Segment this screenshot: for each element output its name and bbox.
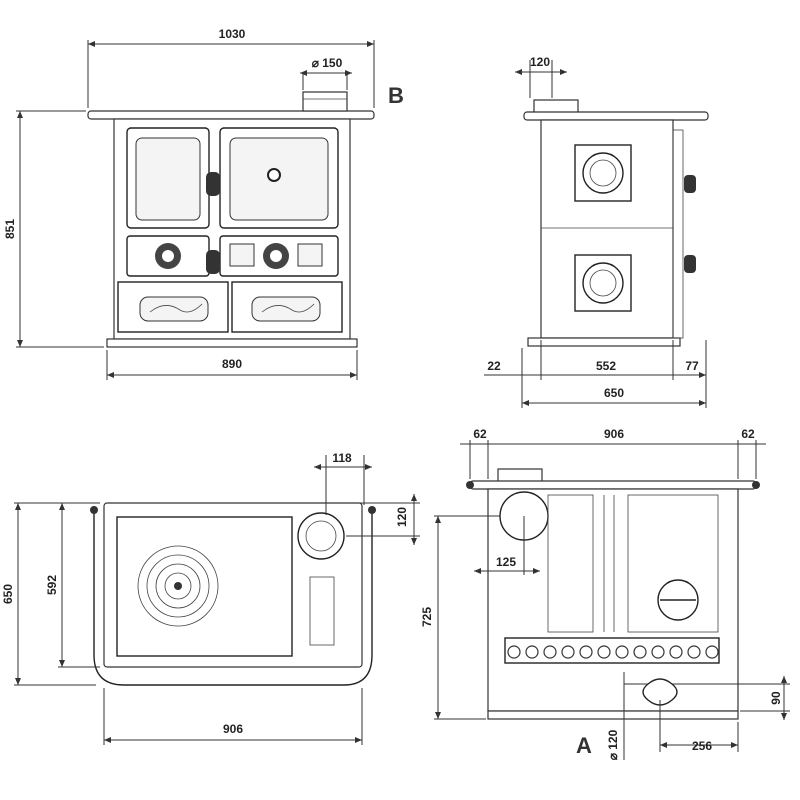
- side-left-margin-label: 22: [487, 359, 501, 373]
- side-dimensions: 120 22 552 77 650: [484, 55, 707, 408]
- rear-dimensions: 62 906 62 125 725 90 ⌀ 120 256 A: [420, 427, 790, 760]
- front-width-body-label: 890: [222, 357, 242, 371]
- top-depth-inner-label: 592: [45, 575, 59, 595]
- front-width-total-label: 1030: [219, 27, 246, 41]
- rear-air-diameter-label: ⌀ 120: [606, 729, 620, 760]
- side-depth-total-label: 650: [604, 386, 624, 400]
- rear-air-height-label: 90: [769, 691, 783, 705]
- front-view: [87, 91, 375, 348]
- side-flue-offset-label: 120: [530, 55, 550, 69]
- top-depth-total-label: 650: [1, 584, 15, 604]
- view-label-a: A: [576, 733, 592, 758]
- front-flue-diameter-label: ⌀ 150: [312, 56, 343, 70]
- rear-flue-offset-label: 125: [496, 555, 516, 569]
- rear-width-label: 906: [604, 427, 624, 441]
- side-view: [523, 99, 709, 347]
- front-dimensions: 1030 ⌀ 150 851 890 B: [3, 27, 404, 380]
- rear-right-margin-label: 62: [741, 427, 755, 441]
- side-depth-body-label: 552: [596, 359, 616, 373]
- top-flue-front-label: 120: [395, 507, 409, 527]
- view-label-b: B: [388, 83, 404, 108]
- top-flue-right-label: 118: [332, 451, 352, 465]
- rear-left-margin-label: 62: [473, 427, 487, 441]
- rear-view: [466, 468, 760, 720]
- top-view: [90, 502, 376, 686]
- top-width-label: 906: [223, 722, 243, 736]
- side-right-margin-label: 77: [685, 359, 699, 373]
- rear-height-label: 725: [420, 607, 434, 627]
- front-height-label: 851: [3, 219, 17, 239]
- rear-air-offset-label: 256: [692, 739, 712, 753]
- top-dimensions: 118 120 650 592 906: [1, 451, 420, 745]
